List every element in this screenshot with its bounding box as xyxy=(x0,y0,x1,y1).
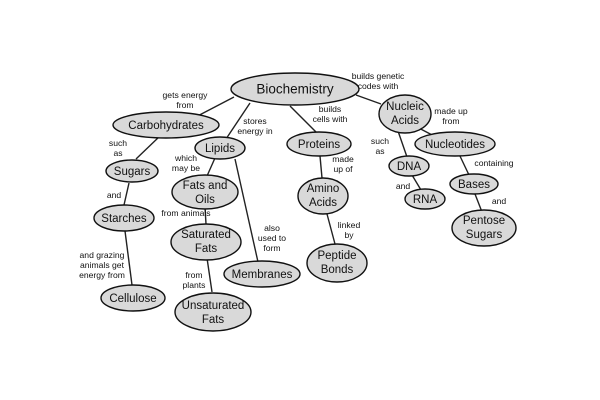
node-peptide-bonds-label-line2: Bonds xyxy=(321,264,354,276)
node-pentose-sugars-label-line1: Pentose xyxy=(463,215,505,227)
link-gets-energy-from-line1: gets energy xyxy=(163,90,209,100)
node-starches-label: Starches xyxy=(101,213,147,225)
node-bases[interactable]: Bases xyxy=(449,173,499,195)
link-and-starches: and xyxy=(107,190,122,200)
node-lipids[interactable]: Lipids xyxy=(194,136,246,160)
node-cellulose[interactable]: Cellulose xyxy=(100,284,166,312)
link-which-may-be-line1: which xyxy=(174,153,197,163)
node-unsaturated-fats[interactable]: Unsaturated Fats xyxy=(174,292,252,332)
node-pentose-sugars-label-line2: Sugars xyxy=(466,229,503,241)
link-made-up-of-line2: up of xyxy=(333,164,353,174)
edge-biochemistry-proteins xyxy=(289,105,319,135)
node-nucleotides-label: Nucleotides xyxy=(425,139,485,151)
link-made-up-from-line2: from xyxy=(442,116,459,126)
node-amino-acids[interactable]: Amino Acids xyxy=(297,177,349,215)
link-from-plants-line2: plants xyxy=(183,280,206,290)
link-and-grazing-line1: and grazing xyxy=(80,250,125,260)
link-linked-by-line2: by xyxy=(344,230,354,240)
node-fats-and-oils[interactable]: Fats and Oils xyxy=(171,174,239,210)
edge-biochemistry-nucleic-acids xyxy=(355,94,382,105)
link-and-rna: and xyxy=(396,181,411,191)
node-nucleic-acids[interactable]: Nucleic Acids xyxy=(378,94,432,134)
link-builds-cells-with-line1: builds xyxy=(319,104,341,114)
node-lipids-label: Lipids xyxy=(205,143,235,155)
edge-dna-rna xyxy=(411,174,422,191)
link-and-grazing-line2: animals get xyxy=(80,260,125,270)
node-peptide-bonds-label-line1: Peptide xyxy=(317,250,356,262)
edge-starches-cellulose xyxy=(124,230,133,286)
node-unsaturated-fats-label-line2: Fats xyxy=(202,314,225,326)
node-proteins-label: Proteins xyxy=(298,139,340,151)
node-nucleotides[interactable]: Nucleotides xyxy=(414,131,496,157)
node-sugars-label: Sugars xyxy=(114,166,151,178)
node-peptide-bonds[interactable]: Peptide Bonds xyxy=(306,243,368,283)
link-also-used-to-form-line2: used to xyxy=(258,233,286,243)
link-builds-cells-with-line2: cells with xyxy=(313,114,348,124)
node-fats-and-oils-label-line2: Oils xyxy=(195,194,215,206)
link-such-as-nucleic-line1: such xyxy=(371,136,389,146)
linking-phrases: gets energy from stores energy in builds… xyxy=(79,71,514,290)
edge-nucleotides-bases xyxy=(458,153,470,176)
edge-lipids-fats-oils xyxy=(206,157,216,177)
node-dna[interactable]: DNA xyxy=(388,155,430,177)
node-sugars[interactable]: Sugars xyxy=(105,159,159,183)
node-fats-and-oils-label-line1: Fats and xyxy=(183,180,228,192)
link-builds-genetic-codes-with-line1: builds genetic xyxy=(352,71,405,81)
link-stores-energy-in-line2: energy in xyxy=(237,126,273,136)
link-and-grazing-line3: energy from xyxy=(79,270,125,280)
node-membranes-label: Membranes xyxy=(232,269,293,281)
link-containing: containing xyxy=(474,158,513,168)
node-unsaturated-fats-label-line1: Unsaturated xyxy=(182,300,245,312)
link-which-may-be-line2: may be xyxy=(172,163,200,173)
node-membranes[interactable]: Membranes xyxy=(223,260,301,288)
link-also-used-to-form-line3: form xyxy=(263,243,280,253)
node-nucleic-acids-label-line1: Nucleic xyxy=(386,101,424,113)
edge-amino-acids-peptide-bonds xyxy=(326,213,336,245)
node-cellulose-label: Cellulose xyxy=(109,293,156,305)
node-biochemistry-label: Biochemistry xyxy=(256,82,334,97)
edge-proteins-amino-acids xyxy=(319,155,323,179)
node-proteins[interactable]: Proteins xyxy=(286,131,352,157)
node-bases-label: Bases xyxy=(458,179,490,191)
edge-carbohydrates-sugars xyxy=(135,135,161,160)
connectors xyxy=(123,94,483,293)
node-amino-acids-label-line1: Amino xyxy=(307,183,340,195)
node-carbohydrates[interactable]: Carbohydrates xyxy=(112,111,220,139)
link-and-pentose: and xyxy=(492,196,507,206)
link-made-up-from-line1: made up xyxy=(434,106,468,116)
link-such-as-nucleic-line2: as xyxy=(375,146,384,156)
node-carbohydrates-label: Carbohydrates xyxy=(128,120,204,132)
node-rna-label: RNA xyxy=(413,194,438,206)
edge-sugars-starches xyxy=(123,182,130,206)
node-starches[interactable]: Starches xyxy=(93,204,155,232)
node-pentose-sugars[interactable]: Pentose Sugars xyxy=(451,209,517,247)
node-saturated-fats-label-line2: Fats xyxy=(195,243,218,255)
node-biochemistry[interactable]: Biochemistry xyxy=(230,72,360,106)
link-made-up-of-line1: made xyxy=(332,154,354,164)
node-dna-label: DNA xyxy=(397,161,422,173)
link-linked-by-line1: linked xyxy=(338,220,361,230)
edge-nucleic-acids-dna xyxy=(397,130,408,158)
node-rna[interactable]: RNA xyxy=(404,188,446,210)
edge-fats-oils-saturated xyxy=(204,206,207,225)
edge-biochemistry-lipids xyxy=(223,102,251,143)
link-also-used-to-form-line1: also xyxy=(264,223,280,233)
node-amino-acids-label-line2: Acids xyxy=(309,197,337,209)
node-nucleic-acids-label-line2: Acids xyxy=(391,115,419,127)
edge-saturated-unsaturated xyxy=(206,257,213,293)
link-gets-energy-from-line2: from xyxy=(176,100,193,110)
edge-bases-pentose-sugars xyxy=(474,193,483,213)
node-saturated-fats-label-line1: Saturated xyxy=(181,229,231,241)
link-such-as-carb-line2: as xyxy=(113,148,122,158)
edge-lipids-membranes xyxy=(234,158,259,263)
link-stores-energy-in-line1: stores xyxy=(243,116,266,126)
node-saturated-fats[interactable]: Saturated Fats xyxy=(170,223,242,261)
link-from-animals: from animals xyxy=(161,208,210,218)
link-from-plants-line1: from xyxy=(185,270,202,280)
link-such-as-carb-line1: such xyxy=(109,138,127,148)
link-builds-genetic-codes-with-line2: codes with xyxy=(358,81,399,91)
